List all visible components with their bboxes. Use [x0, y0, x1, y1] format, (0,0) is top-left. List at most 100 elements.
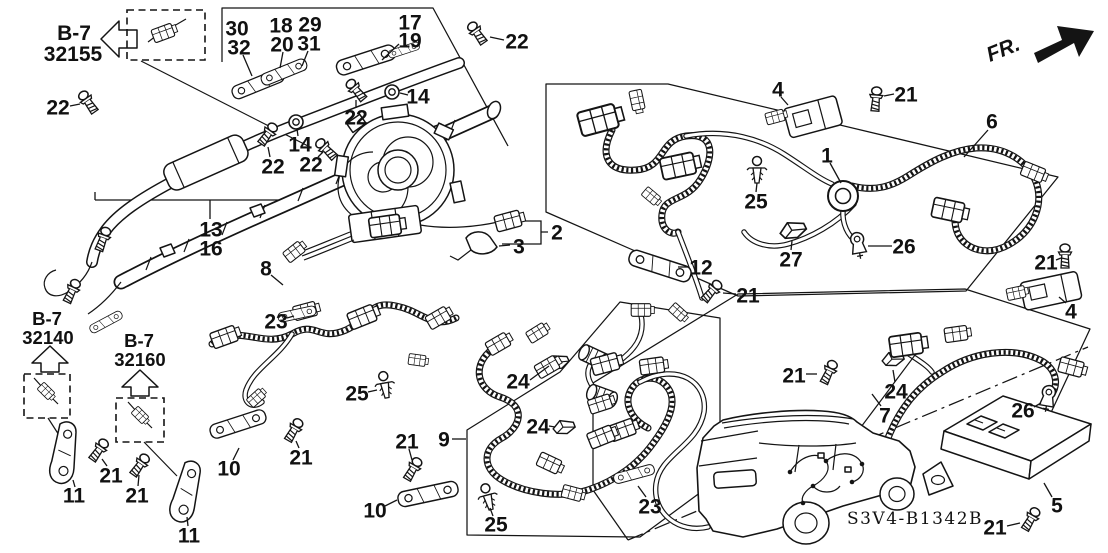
ref-label: B-7	[124, 330, 154, 351]
leader-line	[72, 479, 76, 488]
leader-line	[489, 36, 505, 41]
part-callout-21: 21	[99, 465, 123, 488]
leader-line	[755, 182, 758, 193]
part-callout-4: 4	[772, 79, 784, 102]
conn-icon	[535, 451, 567, 477]
conn-icon	[943, 324, 973, 344]
part-callout-25: 25	[345, 383, 369, 406]
part-callout-3: 3	[513, 236, 525, 259]
part-callout-22: 22	[505, 31, 528, 54]
bolt-icon	[400, 454, 426, 484]
leader-line	[1043, 482, 1053, 498]
bolt-icon	[86, 435, 112, 465]
leader-line	[871, 393, 882, 407]
inflator-cylinder	[163, 134, 249, 191]
bolt-icon	[464, 18, 490, 48]
leader-line	[381, 43, 400, 61]
ref-32155: B-7 32155	[44, 9, 206, 66]
bar-icon	[395, 479, 461, 509]
conn-icon	[640, 186, 664, 208]
part-callout-14: 14	[406, 86, 430, 109]
part-callout-22: 22	[261, 156, 284, 179]
part-callout-20: 20	[270, 34, 293, 57]
leader-line	[790, 240, 793, 251]
bolt-icon	[817, 357, 841, 387]
hardware-icons-layer	[36, 18, 1090, 534]
leader-line	[498, 244, 511, 247]
part-callout-4: 4	[1065, 301, 1077, 324]
part-callout-25: 25	[744, 191, 768, 214]
pin-icon	[746, 155, 768, 184]
leader-line	[399, 92, 409, 96]
conn-icon	[345, 301, 383, 331]
part-callout-10: 10	[363, 500, 386, 523]
leader-line	[367, 389, 378, 393]
detail-box	[23, 373, 71, 419]
bar-icon	[258, 56, 310, 88]
ref-code: 32140	[22, 327, 73, 348]
leader-line	[883, 93, 895, 97]
bolt-icon	[1018, 504, 1044, 534]
left-arrow-icon	[100, 20, 138, 58]
conn-icon	[930, 196, 972, 225]
leader-line	[295, 440, 300, 449]
up-arrow-icon	[31, 345, 69, 373]
part-callout-22: 22	[46, 97, 69, 120]
part-callout-21: 21	[125, 485, 149, 508]
conn-icon	[208, 322, 244, 350]
diagram-code: S3V4-B1342B	[847, 509, 983, 529]
leader-line	[1033, 402, 1042, 408]
part-callout-30: 30	[225, 18, 248, 41]
part-callout-21: 21	[983, 517, 1007, 540]
part-callout-17: 17	[398, 12, 421, 35]
part-callout-21: 21	[782, 365, 806, 388]
fr-arrow-icon	[1034, 26, 1094, 63]
part-callout-11: 11	[63, 485, 86, 508]
conn-icon	[560, 483, 588, 504]
pin-icon	[371, 369, 398, 401]
ref-code: 32160	[114, 349, 165, 370]
part-callout-19: 19	[398, 30, 421, 53]
leader-line	[296, 128, 299, 137]
part-callout-21: 21	[289, 447, 313, 470]
leader-line	[69, 103, 81, 107]
bolt-icon	[127, 450, 153, 480]
part-callout-12: 12	[689, 257, 712, 280]
leader-line	[384, 499, 398, 507]
conn-icon	[1019, 160, 1051, 185]
clamp-icon	[848, 230, 869, 261]
leader-line	[1055, 257, 1062, 261]
leader-line	[279, 51, 284, 69]
leader-line	[1006, 522, 1021, 527]
sensor-unit-4-right	[1019, 271, 1083, 311]
leader-line	[637, 485, 647, 498]
part-callout-21: 21	[736, 285, 760, 308]
conn-icon	[493, 208, 528, 233]
conn-icon	[1056, 355, 1090, 380]
part-callout-9: 9	[438, 429, 450, 452]
leader-line	[963, 129, 989, 158]
bar-icon	[626, 247, 694, 285]
leader-line	[489, 507, 494, 517]
conn-icon	[630, 303, 655, 317]
bracket-3	[449, 231, 498, 261]
part-callout-2: 2	[551, 222, 563, 245]
ref-32160: B-7 32160	[114, 330, 166, 443]
part-callout-13: 13	[199, 219, 222, 242]
bar-icon	[87, 309, 125, 335]
bar-icon	[334, 42, 398, 78]
part-callout-7: 7	[879, 405, 891, 428]
ring-icon	[827, 180, 859, 212]
bar-icon	[207, 407, 269, 441]
conn-icon	[150, 21, 180, 44]
ref-32140: B-7 32140	[22, 308, 74, 419]
part-callout-21: 21	[395, 431, 419, 454]
part-callout-18: 18	[269, 15, 293, 38]
leader-line	[829, 162, 842, 184]
part-callout-24: 24	[506, 371, 530, 394]
part-callout-26: 26	[892, 236, 915, 259]
part-callout-8: 8	[260, 258, 272, 281]
ref-label: B-7	[32, 308, 62, 329]
part-callout-1: 1	[821, 145, 833, 168]
